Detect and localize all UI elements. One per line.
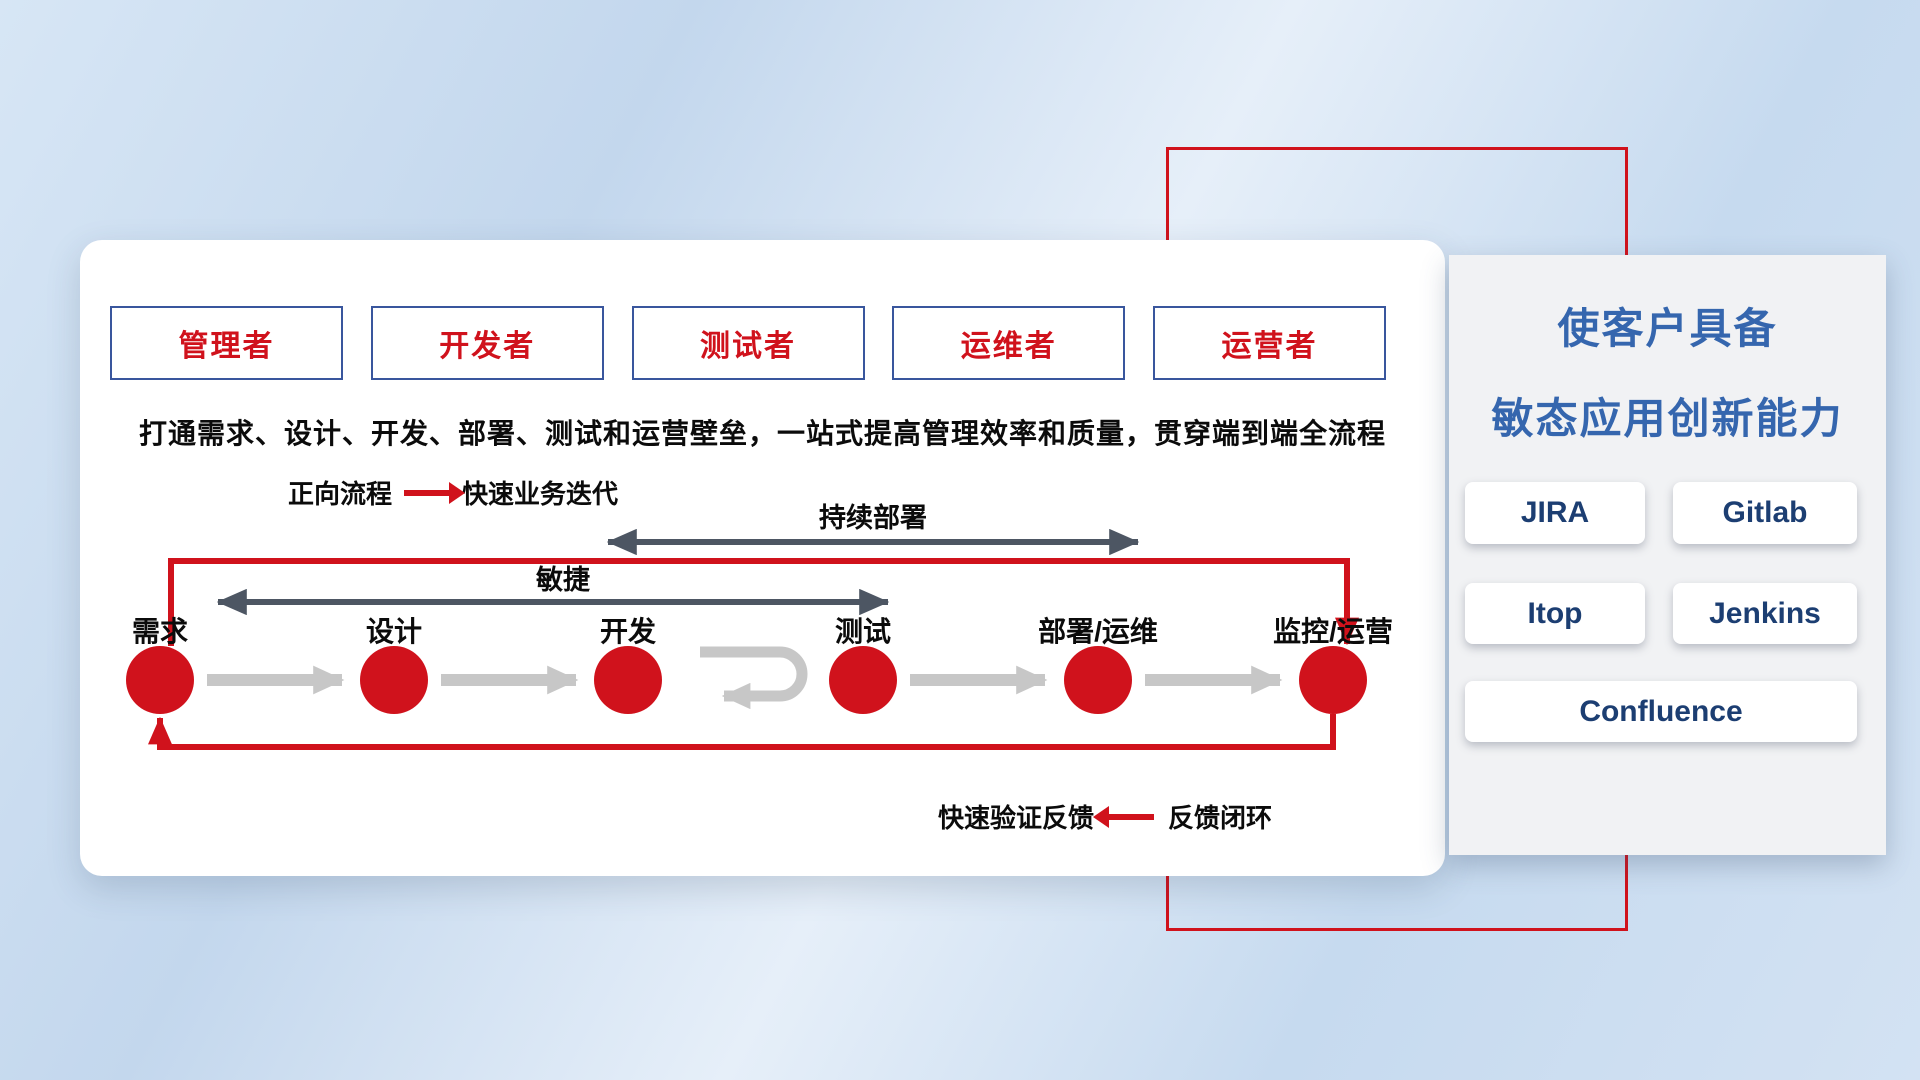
legend-feedback-label: 快速验证反馈 xyxy=(938,803,1095,833)
forward-arrow-icon xyxy=(404,481,466,504)
stage-circle-requirements xyxy=(126,646,194,714)
agile-label: 敏捷 xyxy=(536,565,590,595)
role-box-operator: 运营者 xyxy=(1153,306,1386,380)
stage-circle-monitor-operate xyxy=(1299,646,1367,714)
legend-forward-flow: 正向流程 快速业务迭代 xyxy=(288,474,618,511)
tool-badge-confluence: Confluence xyxy=(1465,681,1857,742)
stage-label-development: 开发 xyxy=(599,616,656,647)
flow-diagram xyxy=(126,528,1367,750)
stage-circle-deploy-ops xyxy=(1064,646,1132,714)
legend-feedback-value: 反馈闭环 xyxy=(1168,803,1273,833)
role-box-manager: 管理者 xyxy=(110,306,343,380)
stage-label-monitor-operate: 监控/运营 xyxy=(1273,616,1393,647)
role-box-tester: 测试者 xyxy=(631,306,865,380)
stage-label-testing: 测试 xyxy=(834,616,891,647)
role-boxes-row: 管理者 开发者 测试者 运维者 运营者 xyxy=(110,306,1386,380)
stage-label-design: 设计 xyxy=(365,616,422,647)
capability-panel: 使客户具备 敏态应用创新能力 JIRA Gitlab Itop Jenkins … xyxy=(1449,255,1886,855)
legend-forward-label: 正向流程 xyxy=(288,479,393,509)
panel-title-line1: 使客户具备 xyxy=(1557,305,1778,352)
devops-flow-card: 管理者 开发者 测试者 运维者 运营者 打通需求、设计、开发、部署、测试和运营壁… xyxy=(80,240,1445,876)
panel-title-line2: 敏态应用创新能力 xyxy=(1491,395,1844,442)
tool-badge-jenkins: Jenkins xyxy=(1673,583,1857,644)
role-box-ops: 运维者 xyxy=(892,306,1126,380)
tool-badge-jira: JIRA xyxy=(1465,482,1645,544)
feedback-arrow-icon xyxy=(1093,805,1155,828)
stage-label-deploy-ops: 部署/运维 xyxy=(1038,616,1158,647)
stage-label-requirements: 需求 xyxy=(131,616,188,647)
role-box-developer: 开发者 xyxy=(370,306,604,380)
forward-loop-line xyxy=(168,558,1359,646)
tool-badge-itop: Itop xyxy=(1465,583,1645,644)
tool-badge-gitlab: Gitlab xyxy=(1673,482,1857,544)
feedback-loop-line xyxy=(148,714,1336,750)
stage-circle-development xyxy=(594,646,662,714)
iteration-loop-icon xyxy=(700,646,808,710)
legend-forward-value: 快速业务迭代 xyxy=(462,479,619,509)
stage-circle-testing xyxy=(829,646,897,714)
stage-circle-design xyxy=(360,646,428,714)
continuous-deployment-label: 持续部署 xyxy=(819,503,927,533)
card-subtitle: 打通需求、设计、开发、部署、测试和运营壁垒，一站式提高管理效率和质量，贯穿端到端… xyxy=(138,418,1386,449)
legend-feedback-loop: 快速验证反馈 反馈闭环 xyxy=(938,798,1272,835)
